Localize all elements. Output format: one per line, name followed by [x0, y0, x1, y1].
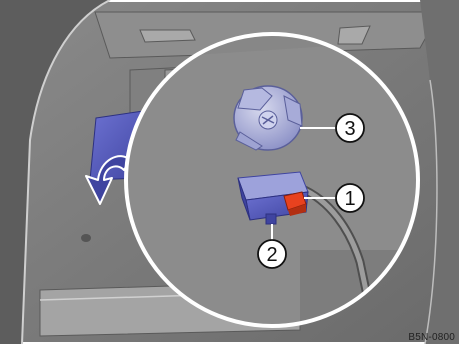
figure-code: B5N-0800	[408, 332, 455, 343]
callout-badge-2: 2	[258, 240, 286, 268]
callout-number-1: 1	[344, 188, 355, 210]
callout-badge-3: 3	[336, 114, 364, 142]
callout-number-2: 2	[266, 244, 277, 266]
callout-number-3: 3	[344, 118, 355, 140]
floor-clip	[81, 234, 91, 242]
cover-cap	[234, 86, 302, 150]
callout-badge-1: 1	[336, 184, 364, 212]
shelf-recess-left	[140, 30, 195, 42]
phillips-screw-icon	[259, 111, 277, 129]
